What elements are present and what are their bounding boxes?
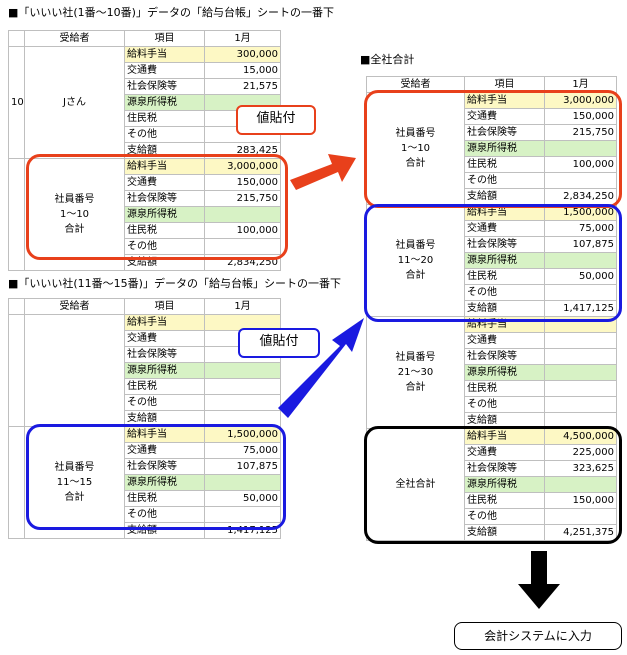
item-label: 源泉所得税 (124, 94, 205, 111)
value-cell (544, 476, 617, 493)
value-cell: 1,500,000 (204, 426, 281, 443)
paste-label-blue: 値貼付 (238, 328, 320, 358)
value-cell (204, 362, 281, 379)
value-cell: 3,000,000 (204, 158, 281, 175)
value-cell: 107,875 (544, 236, 617, 253)
accounting-system-input-label: 会計システムに入力 (454, 622, 622, 650)
item-label: 源泉所得税 (124, 474, 205, 491)
item-label: 源泉所得税 (464, 476, 545, 493)
value-cell (204, 314, 281, 331)
total-title: ■全社合計 (360, 53, 415, 66)
value-cell: 4,251,375 (544, 524, 617, 541)
item-label: 給料手当 (124, 46, 205, 63)
item-label: 給料手当 (124, 314, 205, 331)
sheet2-title: ■「いいい社(11番～15番)」データの「給与台帳」シートの一番下 (8, 277, 341, 290)
item-label: 給料手当 (124, 426, 205, 443)
sheet1-title: ■「いいい社(1番～10番)」データの「給与台帳」シートの一番下 (8, 6, 334, 19)
grand-total-label: 全社合計 (366, 428, 465, 541)
paste-label-red: 値貼付 (236, 105, 316, 135)
value-cell: 4,500,000 (544, 428, 617, 445)
value-cell: 1,417,125 (204, 522, 281, 539)
value-cell: 3,000,000 (544, 92, 617, 109)
item-label: 源泉所得税 (464, 252, 545, 269)
item-label: 給料手当 (124, 158, 205, 175)
item-label: 給料手当 (464, 92, 545, 109)
item-label: 源泉所得税 (464, 364, 545, 381)
value-cell (204, 206, 281, 223)
item-label: 源泉所得税 (124, 362, 205, 379)
item-label: 給料手当 (464, 204, 545, 221)
sheet2-table: 受給者 項目 1月 給料手当 交通費 社会保険等 源泉所得税 住民税 その他 支… (8, 298, 281, 539)
